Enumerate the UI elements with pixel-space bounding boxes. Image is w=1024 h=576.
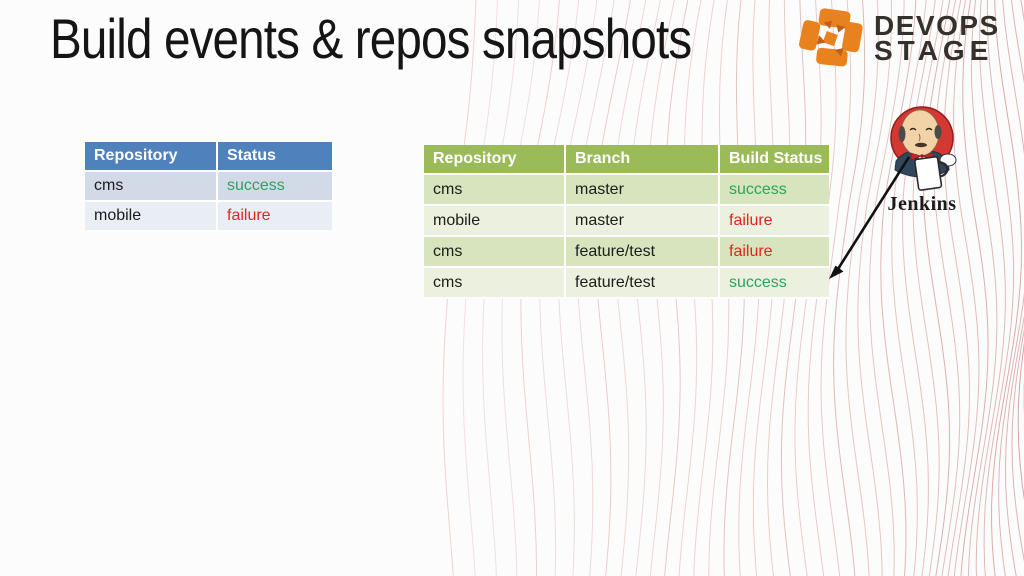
logo-line-stage: STAGE [874,35,994,66]
column-header: Repository [85,142,218,172]
wavy-line [912,0,944,576]
wavy-line [983,0,1015,576]
table-cell: failure [218,202,332,232]
jenkins-label: Jenkins [887,193,957,215]
table-cell: master [566,206,720,237]
devops-stage-logo: DEVOPS STAGE [796,8,1000,68]
wavy-line [901,0,936,576]
wavy-line [891,0,927,576]
wavy-line [967,0,998,576]
wavy-line [857,0,892,576]
table-cell: feature/test [566,268,720,299]
jenkins-logo: Jenkins [876,98,968,216]
wavy-line [1011,0,1024,563]
logo-text: DEVOPS STAGE [874,10,1000,66]
jenkins-butler-icon [890,106,957,191]
table-cell: success [218,172,332,202]
wavy-line [933,0,961,576]
column-header: Repository [424,145,566,175]
wavy-line [880,0,917,576]
table-cell: cms [424,237,566,268]
wavy-line [991,0,1023,576]
wavy-line [953,0,980,576]
logo-line-devops: DEVOPS [874,10,1000,41]
pinwheel-icon [799,8,863,67]
wavy-line [845,0,879,576]
wavy-line [943,0,971,576]
table-cell: cms [85,172,218,202]
wavy-line [833,0,866,576]
column-header: Build Status [720,145,829,175]
column-header: Status [218,142,332,172]
table-cell: cms [424,268,566,299]
page-title: Build events & repos snapshots [50,7,692,70]
wavy-line [868,0,905,576]
table-cell: master [566,175,720,206]
wavy-line [960,0,989,576]
column-header: Branch [566,145,720,175]
wavy-line [1004,0,1024,576]
wavy-line [998,0,1024,576]
wavy-line [1017,342,1024,501]
table-cell: success [720,175,829,206]
wavy-line [975,0,1006,576]
wavy-line [922,0,951,576]
table-cell: success [720,268,829,299]
table-cell: mobile [85,202,218,232]
table-cell: feature/test [566,237,720,268]
table-cell: cms [424,175,566,206]
table-cell: mobile [424,206,566,237]
table-cell: failure [720,237,829,268]
table-cell: failure [720,206,829,237]
